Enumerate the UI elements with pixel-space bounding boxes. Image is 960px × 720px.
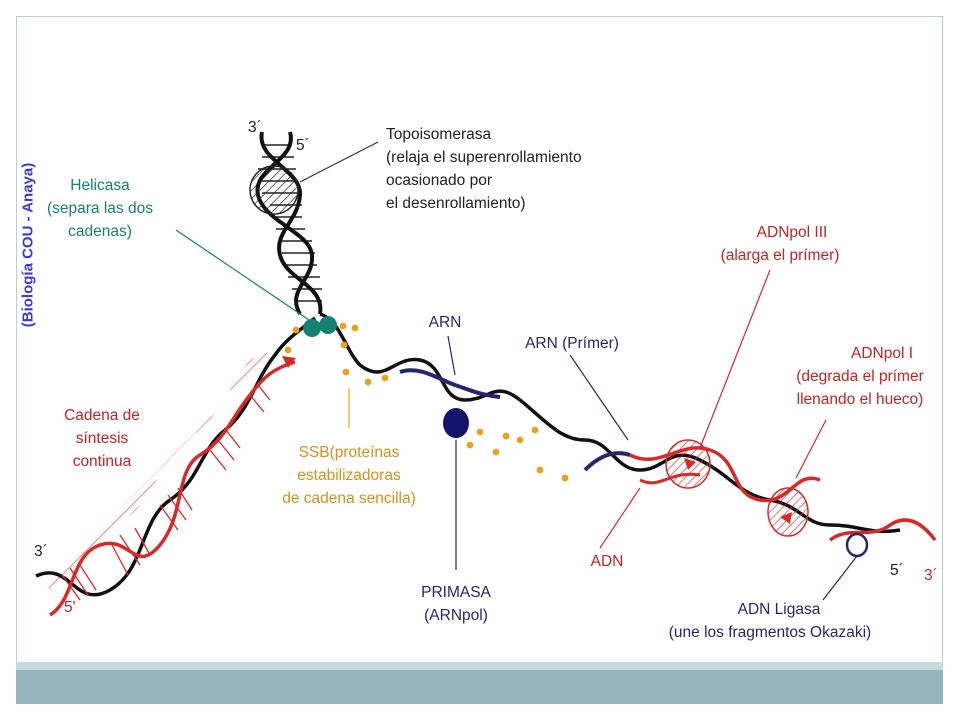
left-5-end: 5' bbox=[64, 599, 76, 616]
ssb-desc-1: estabilizadoras bbox=[297, 467, 401, 484]
continua-label-3: continua bbox=[73, 453, 132, 470]
helicasa-desc-1: (separa las dos bbox=[47, 200, 153, 217]
ligasa-label: ADN Ligasa bbox=[738, 601, 821, 618]
helicasa-label: Helicasa bbox=[70, 177, 130, 194]
diagram-labels: Topoisomerasa (relaja el superenrollamie… bbox=[34, 119, 938, 641]
source-credit-text: (Biología COU - Anaya) bbox=[19, 162, 37, 328]
top-3-end: 3´ bbox=[248, 119, 262, 136]
adnpol1-desc-1: (degrada el prímer bbox=[796, 368, 924, 385]
primase-protein bbox=[443, 408, 469, 438]
ligasa-desc: (une los fragmentos Okazaki) bbox=[669, 624, 871, 641]
top-5-end: 5´ bbox=[296, 137, 310, 154]
adnpol3-desc: (alarga el prímer) bbox=[721, 247, 840, 264]
left-3-end: 3´ bbox=[34, 543, 48, 560]
primasa-label: PRIMASA bbox=[421, 584, 491, 601]
leader-lines bbox=[175, 141, 858, 601]
topoisomerasa-desc-1: (relaja el superenrollamiento bbox=[386, 149, 582, 166]
arn-primer-label: ARN (Prímer) bbox=[525, 335, 619, 352]
helicasa-desc-2: cadenas) bbox=[68, 223, 132, 240]
topoisomerasa-label: Topoisomerasa bbox=[386, 126, 491, 143]
primasa-desc: (ARNpol) bbox=[424, 607, 488, 624]
slide-footer-bar-light bbox=[16, 662, 943, 670]
continua-label-2: síntesis bbox=[76, 430, 129, 447]
topoisomerasa-desc-3: el desenrollamiento) bbox=[386, 195, 526, 212]
adnpol3-label: ADNpol III bbox=[757, 224, 828, 241]
continua-label-1: Cadena de bbox=[64, 407, 140, 424]
ssb-label: SSB(proteínas bbox=[299, 444, 400, 461]
adnpol1-desc-2: llenando el hueco) bbox=[797, 391, 924, 408]
ssb-desc-2: de cadena sencilla) bbox=[282, 490, 416, 507]
right-5-end: 5´ bbox=[890, 562, 904, 579]
adn-label: ADN bbox=[591, 553, 624, 570]
arn-label: ARN bbox=[429, 314, 462, 331]
helicase-proteins bbox=[303, 316, 337, 337]
right-3-end: 3´ bbox=[924, 567, 938, 584]
leading-strand-helix bbox=[35, 316, 317, 617]
topoisomerasa-desc-2: ocasionado por bbox=[386, 172, 492, 189]
lagging-strand bbox=[319, 312, 937, 558]
ssb-proteins bbox=[284, 322, 569, 482]
adnpol1-label: ADNpol I bbox=[851, 345, 913, 362]
parental-helix bbox=[249, 131, 323, 316]
slide-footer-bar bbox=[16, 670, 943, 704]
